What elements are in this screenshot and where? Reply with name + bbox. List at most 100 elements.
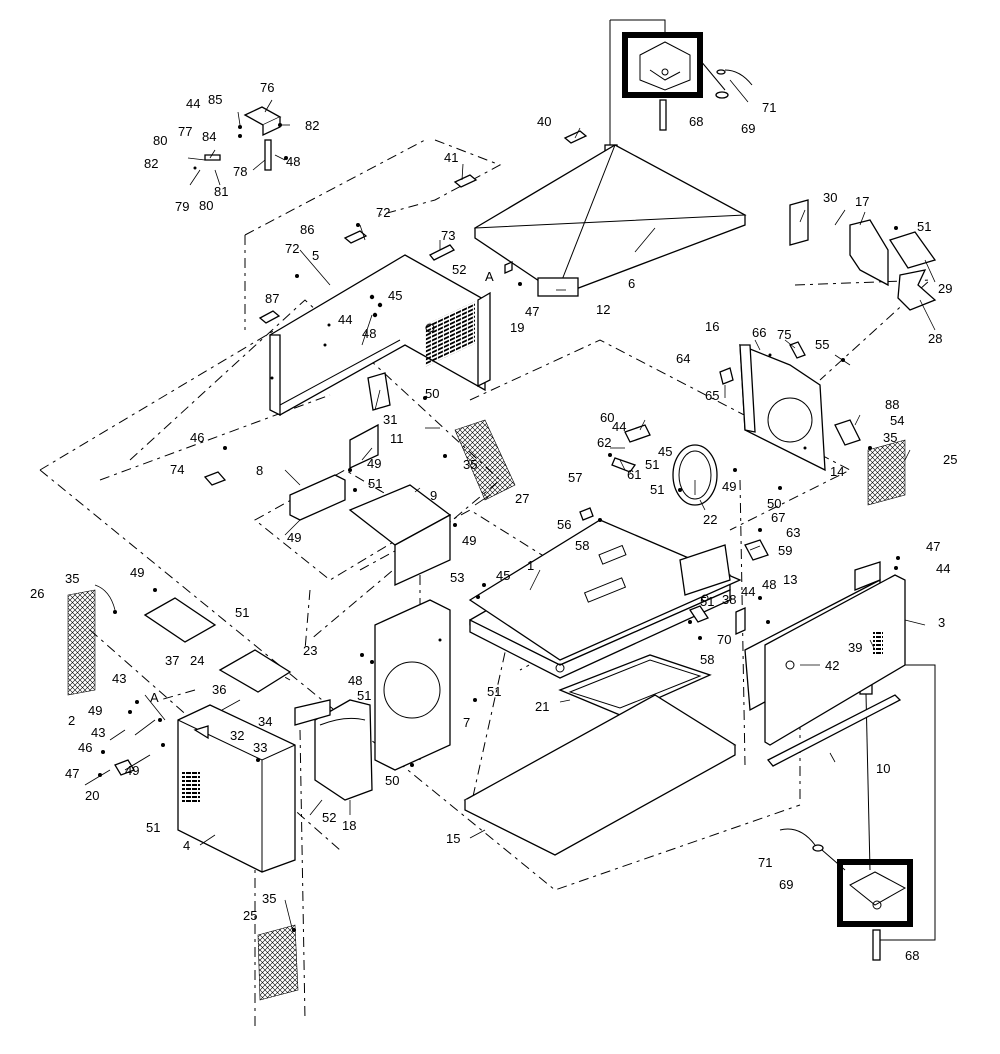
callout-87: 87 [265, 291, 279, 306]
callout-71-a: 71 [762, 100, 776, 115]
callout-79: 79 [175, 199, 189, 214]
callout-50-a: 50 [425, 386, 439, 401]
fastener-dots [98, 123, 900, 932]
leader-lines [84, 99, 936, 933]
callout-labels: 1 2 3 4 5 6 7 8 9 10 11 12 13 14 15 16 1… [30, 80, 957, 963]
callout-9: 9 [430, 488, 437, 503]
callout-7: 7 [463, 715, 470, 730]
part-25-mesh-bottom [257, 924, 299, 1001]
callout-letter-a-top: A [485, 269, 494, 284]
callout-49-e: 49 [130, 565, 144, 580]
part-7-divider [374, 599, 451, 771]
callout-72-b: 72 [285, 241, 299, 256]
callout-8: 8 [256, 463, 263, 478]
callout-51-a: 51 [917, 219, 931, 234]
part-15-floor-plate [463, 694, 737, 856]
callout-5: 5 [312, 248, 319, 263]
callout-19: 19 [510, 320, 524, 335]
callout-71-b: 71 [758, 855, 772, 870]
callout-48-d: 48 [348, 673, 362, 688]
parts-59-63 [679, 539, 769, 596]
callout-35-a: 35 [883, 430, 897, 445]
callout-63: 63 [786, 525, 800, 540]
part-1-base-chassis [468, 519, 742, 679]
callout-20: 20 [85, 788, 99, 803]
part-6-top-cover [473, 144, 747, 297]
callout-1: 1 [527, 558, 534, 573]
callout-letter-a-left: A [150, 690, 159, 705]
callout-35-d: 35 [262, 891, 276, 906]
parts-2-20 [114, 754, 151, 776]
part-16-side-panel [739, 341, 826, 472]
callout-81: 81 [214, 184, 228, 199]
callout-44-b: 44 [338, 312, 352, 327]
callout-22: 22 [703, 512, 717, 527]
parts-23-24-boards [143, 597, 292, 693]
callout-78: 78 [233, 164, 247, 179]
callout-32: 32 [230, 728, 244, 743]
callout-69-a: 69 [741, 121, 755, 136]
small-parts-73-86-87 [258, 230, 513, 324]
callout-68-a: 68 [689, 114, 703, 129]
callout-57: 57 [568, 470, 582, 485]
callout-82-b: 82 [144, 156, 158, 171]
part-14-bracket [834, 419, 861, 446]
callout-36: 36 [212, 682, 226, 697]
part-25-mesh-right [867, 439, 906, 506]
callout-3: 3 [938, 615, 945, 630]
callout-15: 15 [446, 831, 460, 846]
callout-48-c: 48 [762, 577, 776, 592]
parts-31-11 [349, 372, 391, 470]
callout-82-a: 82 [305, 118, 319, 133]
callout-62: 62 [597, 435, 611, 450]
callout-43-a: 43 [112, 671, 126, 686]
callout-70: 70 [717, 632, 731, 647]
callout-51-g: 51 [357, 688, 371, 703]
part-4-front-panel [177, 704, 296, 873]
callout-53: 53 [450, 570, 464, 585]
callout-73: 73 [441, 228, 455, 243]
callout-24: 24 [190, 653, 204, 668]
callout-48-b: 48 [362, 326, 376, 341]
callout-47-c: 47 [65, 766, 79, 781]
callout-64: 64 [676, 351, 690, 366]
callout-38: 38 [722, 592, 736, 607]
callout-51-b: 51 [368, 476, 382, 491]
callout-39: 39 [848, 640, 862, 655]
callout-55: 55 [815, 337, 829, 352]
callout-35-c: 35 [65, 571, 79, 586]
callout-33: 33 [253, 740, 267, 755]
callout-47-b: 47 [926, 539, 940, 554]
callout-56: 56 [557, 517, 571, 532]
parts-56-57 [579, 507, 594, 521]
callout-35-b: 35 [463, 457, 477, 472]
callout-21: 21 [535, 699, 549, 714]
callout-45-a: 45 [388, 288, 402, 303]
callout-44-d: 44 [741, 584, 755, 599]
callout-52-a: 52 [452, 262, 466, 277]
callout-72-a: 72 [376, 205, 390, 220]
callout-27: 27 [515, 491, 529, 506]
callout-12: 12 [596, 302, 610, 317]
parts-60-61-64-65 [611, 367, 734, 473]
part-27-mesh [454, 419, 516, 501]
callout-50-c: 50 [385, 773, 399, 788]
parts-38-70 [689, 605, 746, 636]
callout-11: 11 [390, 431, 404, 446]
callout-80-b: 80 [199, 198, 213, 213]
callout-75: 75 [777, 327, 791, 342]
callout-13: 13 [783, 572, 797, 587]
callout-58-b: 58 [700, 652, 714, 667]
part-21-tray [558, 654, 712, 716]
callout-76: 76 [260, 80, 274, 95]
callout-49-b: 49 [287, 530, 301, 545]
part-22-ring [672, 444, 718, 506]
callout-86: 86 [300, 222, 314, 237]
callout-69-b: 69 [779, 877, 793, 892]
callout-45-b: 45 [658, 444, 672, 459]
part-74-plate [203, 471, 227, 486]
callout-30: 30 [823, 190, 837, 205]
parts-17-28-29-30 [789, 199, 937, 311]
callout-42: 42 [825, 658, 839, 673]
callout-50-b: 50 [767, 496, 781, 511]
